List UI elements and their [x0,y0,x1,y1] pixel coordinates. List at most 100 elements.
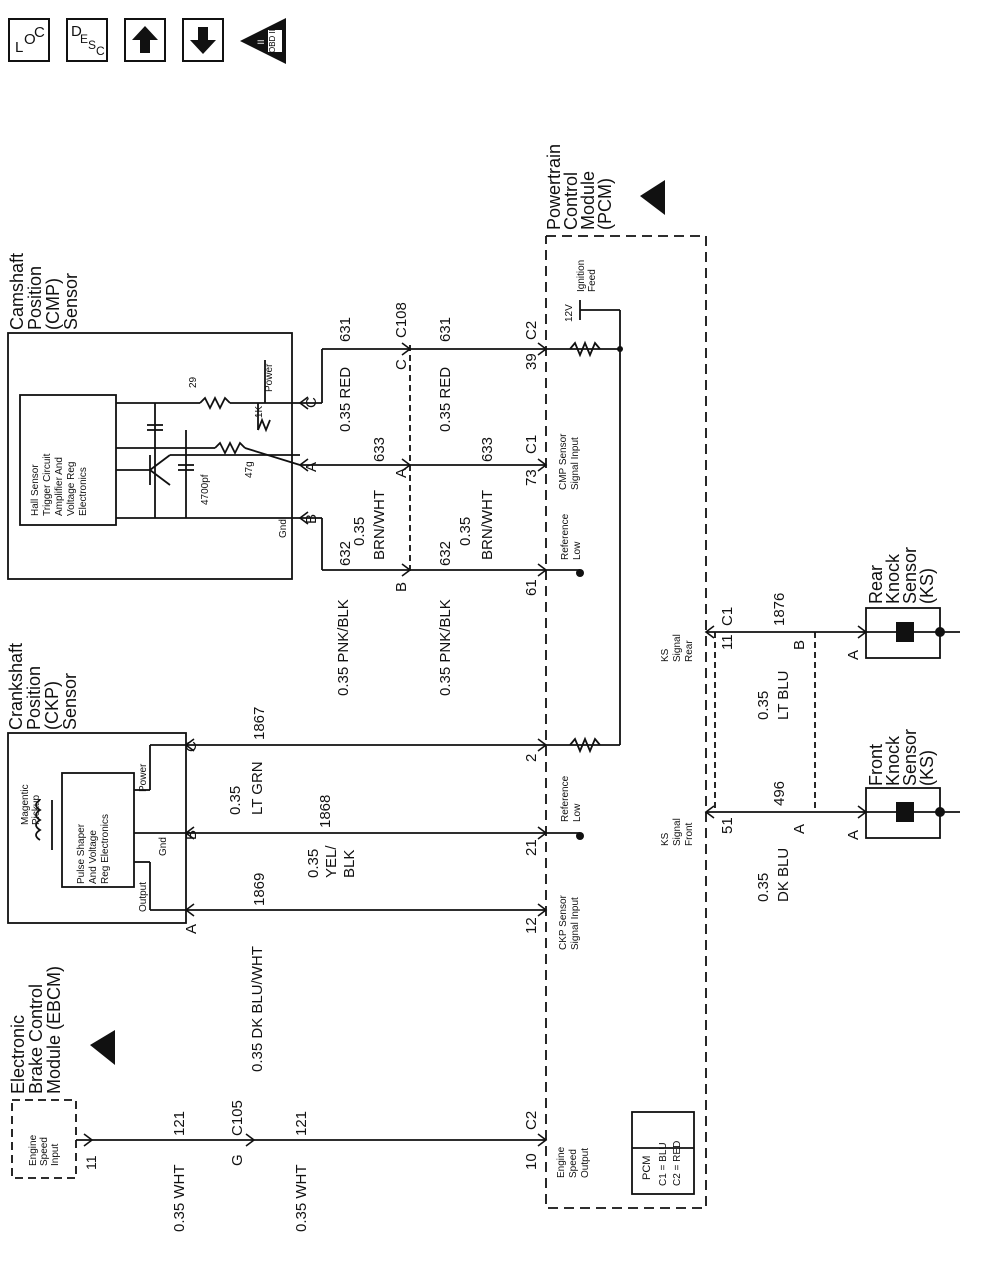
pcm-pin-c1-top: C1 [523,435,540,454]
engine-speed-input-label-line-1: Engine [28,1134,39,1166]
ks-signal-rear-label-line-2: Signal [672,634,683,662]
wire-633-gauge: 0.35 [351,517,368,546]
ckp-title-line-2: Position [24,666,44,730]
next-button[interactable] [182,18,224,62]
ckp-power-label: Power [138,763,149,792]
ks-rear-pin-b: B [791,640,808,650]
ks-signal-front-label-line-1: KS [660,832,671,846]
wire-1868-color-2: BLK [341,850,358,878]
wire-633-circuit: 633 [371,437,388,462]
ks-front-pin-a: A [791,824,808,834]
ckp-gnd-label: Gnd [158,837,169,856]
ckp-title-line-1: Crankshaft [6,643,26,730]
wire-1876-circuit: 1876 [771,593,788,626]
wire-496-gauge: 0.35 [755,873,772,902]
c108-pin-b: B [393,582,410,592]
ks-signal-front-label-line-2: Signal [672,818,683,846]
cmp-title-line-4: Sensor [61,273,81,330]
wire-121-circuit-ebcm: 121 [171,1111,188,1136]
wire-1868-circuit: 1868 [317,795,334,828]
magnetic-pickup-label-line-1: Magentic [20,784,31,825]
wire-496-circuit: 496 [771,781,788,806]
hall-sensor-text-line-1: Hall Sensor [30,464,41,516]
wire-121-gauge-pcm: 0.35 WHT [293,1164,310,1232]
ignition-feed-label-line-1: Ignition [576,260,587,292]
pcm-legend-c1: C1 = BLU [658,1142,669,1186]
ckp-pin-b: B [183,830,200,840]
engine-speed-output-label-line-3: Output [580,1148,591,1178]
wire-633-color: BRN/WHT [371,490,388,560]
cmp-gnd-label: Gnd [278,519,289,538]
wire-1868-gauge: 0.35 [305,849,322,878]
pcm-pin-51: 51 [719,817,736,834]
ebcm-title-line-3: Module (EBCM) [44,966,64,1094]
wire-632-gauge: 0.35 PNK/BLK [335,599,352,696]
wire-121-gauge-ebcm: 0.35 WHT [171,1164,188,1232]
wire-633-gauge-pcm: 0.35 [457,517,474,546]
pcm-legend-title: PCM [641,1156,653,1180]
ks-signal-rear-label-line-3: Rear [684,640,695,662]
pcm-title-line-1: Powertrain [544,144,564,230]
ks-signal-front-label-line-3: Front [684,822,695,846]
loc-o: O [24,31,36,48]
pcm-hazard-icon [640,180,665,215]
engine-speed-input-label-line-2: Speed [39,1137,50,1166]
wire-121-circuit-pcm: 121 [293,1111,310,1136]
ckp-pin-a: A [183,924,200,934]
pcm-title-line-3: Module [578,171,598,230]
pcm-pin-39: 39 [523,353,540,370]
wire-1869-circuit: 1869 [251,873,268,906]
reference-low-mid-label-line-1: Reference [560,775,571,822]
res-1k-label: 1K [254,405,265,418]
previous-button[interactable] [124,18,166,62]
front-ks-title-line-4: (KS) [917,750,937,786]
ebcm-box [11,1099,77,1179]
ckp-title-line-4: Sensor [60,673,80,730]
engine-speed-input-label-line-3: Input [50,1144,61,1166]
description-button[interactable]: D E S C [66,18,108,62]
hall-sensor-text-line-3: Amplifier And [54,457,65,516]
pcm-pin-c2-bottom: C2 [523,1111,540,1130]
pcm-box [545,235,707,1209]
pulse-shaper-block [61,772,135,888]
ignition-feed-label-line-2: Feed [587,269,598,292]
cmp-pin-a: A [303,462,320,472]
hall-sensor-text-line-2: Trigger Circuit [42,453,53,516]
loc-c: C [34,24,45,41]
rear-ks-title-line-1: Rear [866,565,886,604]
front-ks-title-line-3: Sensor [900,729,920,786]
obd-label: OBD II [268,29,277,53]
wire-633-color-pcm: BRN/WHT [479,490,496,560]
cmp-power-label: Power [264,363,275,392]
wire-1867-color: LT GRN [249,761,266,815]
cmp-title-line-1: Camshaft [7,253,27,330]
engine-speed-output-label-line-2: Speed [568,1149,579,1178]
ckp-pin-c: C [183,741,200,752]
wire-632-circuit: 632 [337,541,354,566]
c108-label: C108 [393,302,410,338]
pcm-pin-73: 73 [523,469,540,486]
wire-1876-gauge: 0.35 [755,691,772,720]
reference-low-top-label-line-1: Reference [560,513,571,560]
wire-631-gauge: 0.35 RED [337,367,354,432]
pcm-pin-21: 21 [523,839,540,856]
ckp-signal-input-label-line-1: CKP Sensor [558,894,569,950]
wire-1867-gauge: 0.35 [227,786,244,815]
front-ks-title-line-2: Knock [883,735,903,786]
res-47-label: 47g [244,461,255,478]
wire-1869-gauge: 0.35 DK BLU/WHT [249,946,266,1072]
hall-sensor-block [19,394,117,526]
wire-631-gauge-pcm: 0.35 RED [437,367,454,432]
ckp-sensor-box [7,732,187,924]
c105-label: C105 [229,1100,246,1136]
wire-633-circuit-pcm: 633 [479,437,496,462]
wire-632-circuit-pcm: 632 [437,541,454,566]
pcm-pin-c2-top: C2 [523,321,540,340]
wire-632-gauge-pcm: 0.35 PNK/BLK [437,599,454,696]
c105-pin-g: G [229,1154,246,1166]
location-button[interactable]: L O C [8,18,50,62]
loc-l: L [15,39,24,56]
reference-low-mid-label-line-2: Low [572,803,583,822]
